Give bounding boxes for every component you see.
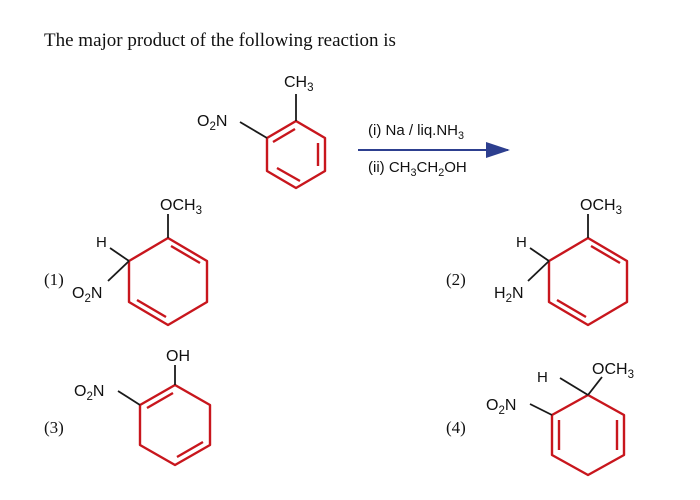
option-2-ring: [547, 236, 629, 327]
option-4-methoxy-label: OCH3: [592, 361, 634, 381]
option-1-hydrogen-label: H: [96, 234, 107, 251]
option-2-label[interactable]: (2): [446, 270, 466, 289]
option-3-label[interactable]: (3): [44, 418, 64, 437]
option-1-ring: [127, 236, 209, 327]
option-3-nitro-label: O2N: [74, 383, 104, 403]
option-4-label[interactable]: (4): [446, 418, 466, 437]
reactant-molecule: CH3 O2N: [197, 74, 327, 190]
reagent-step-2: (ii) CH3CH2OH: [368, 159, 467, 179]
option-4-ring: [550, 393, 626, 477]
option-1-nitro-label: O2N: [72, 285, 102, 305]
reactant-methyl-label: CH3: [284, 74, 314, 94]
option-1-label[interactable]: (1): [44, 270, 64, 289]
option-3-ring: [138, 383, 212, 467]
option-1-methoxy-label: OCH3: [160, 197, 202, 217]
option-4-structure[interactable]: OCH3 H O2N: [486, 361, 634, 477]
option-2-hydrogen-label: H: [516, 234, 527, 251]
reagent-step-1: (i) Na / liq.NH3: [368, 122, 464, 142]
option-2-amino-label: H2N: [494, 285, 524, 305]
option-3-hydroxy-label: OH: [166, 348, 190, 365]
option-2-structure[interactable]: OCH3 H H2N: [494, 197, 629, 327]
option-1-structure[interactable]: OCH3 H O2N: [72, 197, 209, 327]
question-text: The major product of the following react…: [44, 30, 396, 51]
option-3-structure[interactable]: OH O2N: [74, 348, 212, 467]
reactant-nitro-label: O2N: [197, 113, 227, 133]
option-4-hydrogen-label: H: [537, 369, 548, 386]
option-2-methoxy-label: OCH3: [580, 197, 622, 217]
option-4-nitro-label: O2N: [486, 397, 516, 417]
reaction-arrow: (i) Na / liq.NH3 (ii) CH3CH2OH: [358, 122, 510, 179]
